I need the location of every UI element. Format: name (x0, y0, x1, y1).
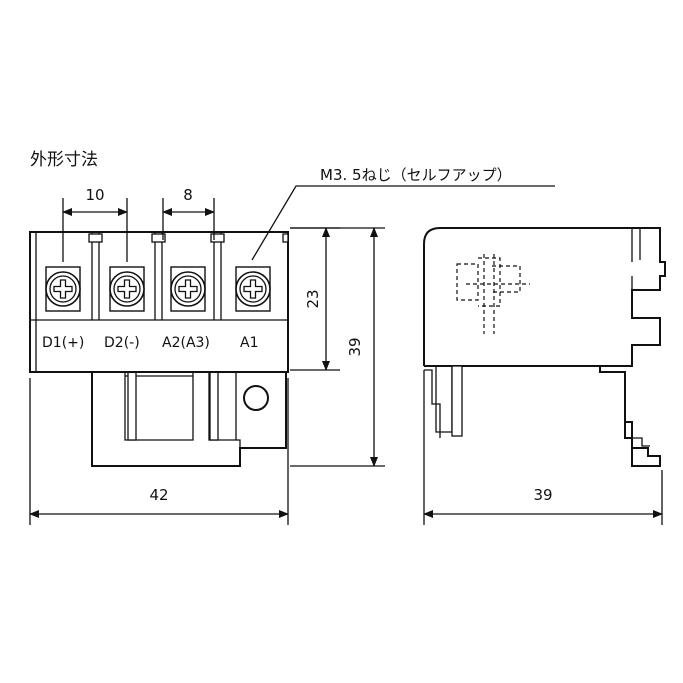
dimension-width-42: 42 (29, 378, 289, 525)
dimension-height-39: 39 (290, 227, 385, 467)
dimension-side-width-39-text: 39 (533, 486, 552, 504)
dimension-side-width-39: 39 (423, 370, 663, 525)
dimension-pitch-10: 10 (62, 186, 128, 262)
dimension-width-42-text: 42 (149, 486, 168, 504)
screw-callout-leader (251, 185, 555, 261)
terminal-label-d2: D2(-) (104, 335, 140, 351)
terminal-screw-d1 (45, 266, 81, 312)
dimension-height-39-text: 39 (346, 337, 364, 356)
drawing-title: 外形寸法 (30, 150, 98, 170)
front-view: D1(+) D2(-) A2(A3) A1 (29, 231, 289, 467)
dimension-height-23-text: 23 (304, 289, 322, 308)
dimension-height-23: 23 (290, 227, 340, 371)
terminal-screw-a2 (170, 266, 206, 312)
terminal-screw-d2 (109, 266, 145, 312)
mounting-hole (243, 385, 269, 411)
screw-callout-label: M3. 5ねじ（セルフアップ） (320, 166, 512, 184)
dimension-pitch-10-text: 10 (85, 186, 104, 204)
terminal-label-a1: A1 (240, 335, 258, 351)
terminal-label-a2: A2(A3) (162, 335, 210, 351)
dimension-pitch-8-text: 8 (183, 186, 193, 204)
dimension-pitch-8: 8 (162, 186, 215, 240)
side-view (423, 227, 666, 467)
terminal-screw-a1 (235, 266, 271, 312)
terminal-label-d1: D1(+) (42, 335, 84, 351)
